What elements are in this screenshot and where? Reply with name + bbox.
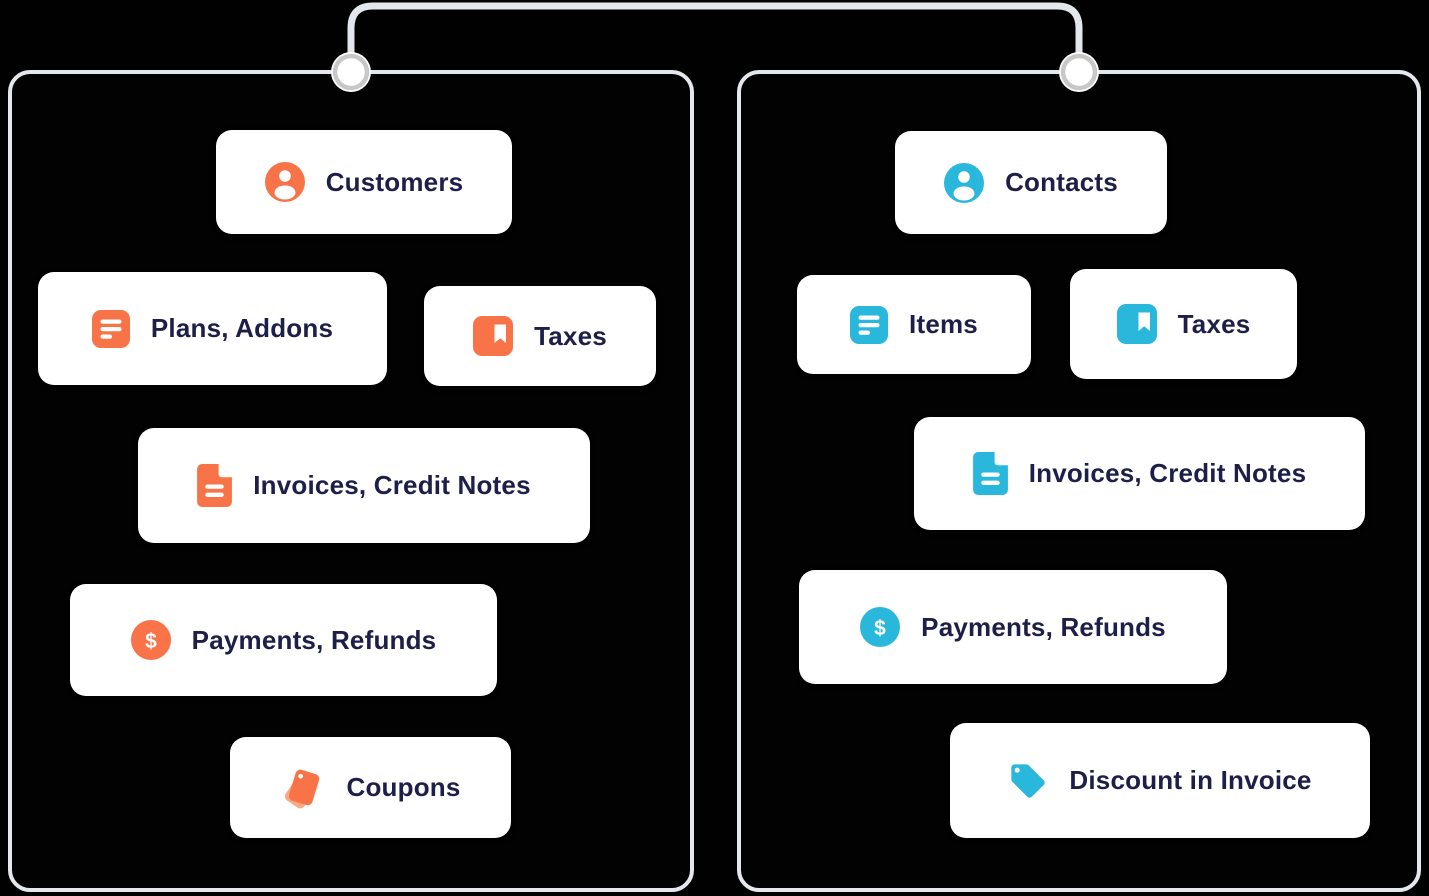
node-label: Taxes <box>1177 308 1251 339</box>
svg-text:$: $ <box>145 630 157 653</box>
dollar-circle-icon: $ <box>860 607 901 647</box>
list-icon <box>850 305 889 344</box>
node-contacts: Contacts <box>895 131 1167 234</box>
node-label: Contacts <box>1005 167 1118 197</box>
node-invoices-credit-notes-left: Invoices, Credit Notes <box>138 428 590 543</box>
node-label: Coupons <box>346 772 461 802</box>
node-taxes-right: Taxes <box>1070 269 1297 379</box>
connector-pin-left-icon <box>331 52 371 92</box>
list-icon <box>91 309 130 348</box>
node-payments-refunds-left: $ Payments, Refunds <box>70 584 497 696</box>
node-label: Taxes <box>534 320 607 351</box>
node-customers: Customers <box>216 130 512 234</box>
node-coupons: Coupons <box>230 737 511 838</box>
node-label: Payments, Refunds <box>921 611 1166 642</box>
user-circle-icon <box>944 162 985 203</box>
node-plans-addons: Plans, Addons <box>38 272 387 385</box>
node-label: Customers <box>325 166 464 197</box>
node-label: Payments, Refunds <box>191 624 437 655</box>
connector-wire <box>331 2 1099 92</box>
node-taxes-left: Taxes <box>424 286 656 386</box>
node-invoices-credit-notes-right: Invoices, Credit Notes <box>914 417 1365 530</box>
connector-path <box>347 2 1083 72</box>
document-icon <box>972 452 1008 495</box>
svg-text:$: $ <box>874 617 886 640</box>
bookmark-icon <box>473 316 514 356</box>
node-label: Items <box>909 309 978 339</box>
bookmark-icon <box>1116 304 1157 344</box>
coupons-stack-icon <box>280 765 325 810</box>
connector-pin-right-icon <box>1059 52 1099 92</box>
node-label: Discount in Invoice <box>1069 765 1312 795</box>
node-label: Plans, Addons <box>150 313 334 343</box>
dollar-circle-icon: $ <box>130 620 171 660</box>
node-label: Invoices, Credit Notes <box>1028 458 1307 488</box>
tag-icon <box>1008 761 1048 801</box>
node-items: Items <box>797 275 1031 374</box>
document-icon <box>197 464 233 507</box>
node-label: Invoices, Credit Notes <box>253 470 531 500</box>
node-discount-in-invoice: Discount in Invoice <box>950 723 1370 838</box>
node-payments-refunds-right: $ Payments, Refunds <box>799 570 1227 684</box>
user-circle-icon <box>264 162 305 202</box>
